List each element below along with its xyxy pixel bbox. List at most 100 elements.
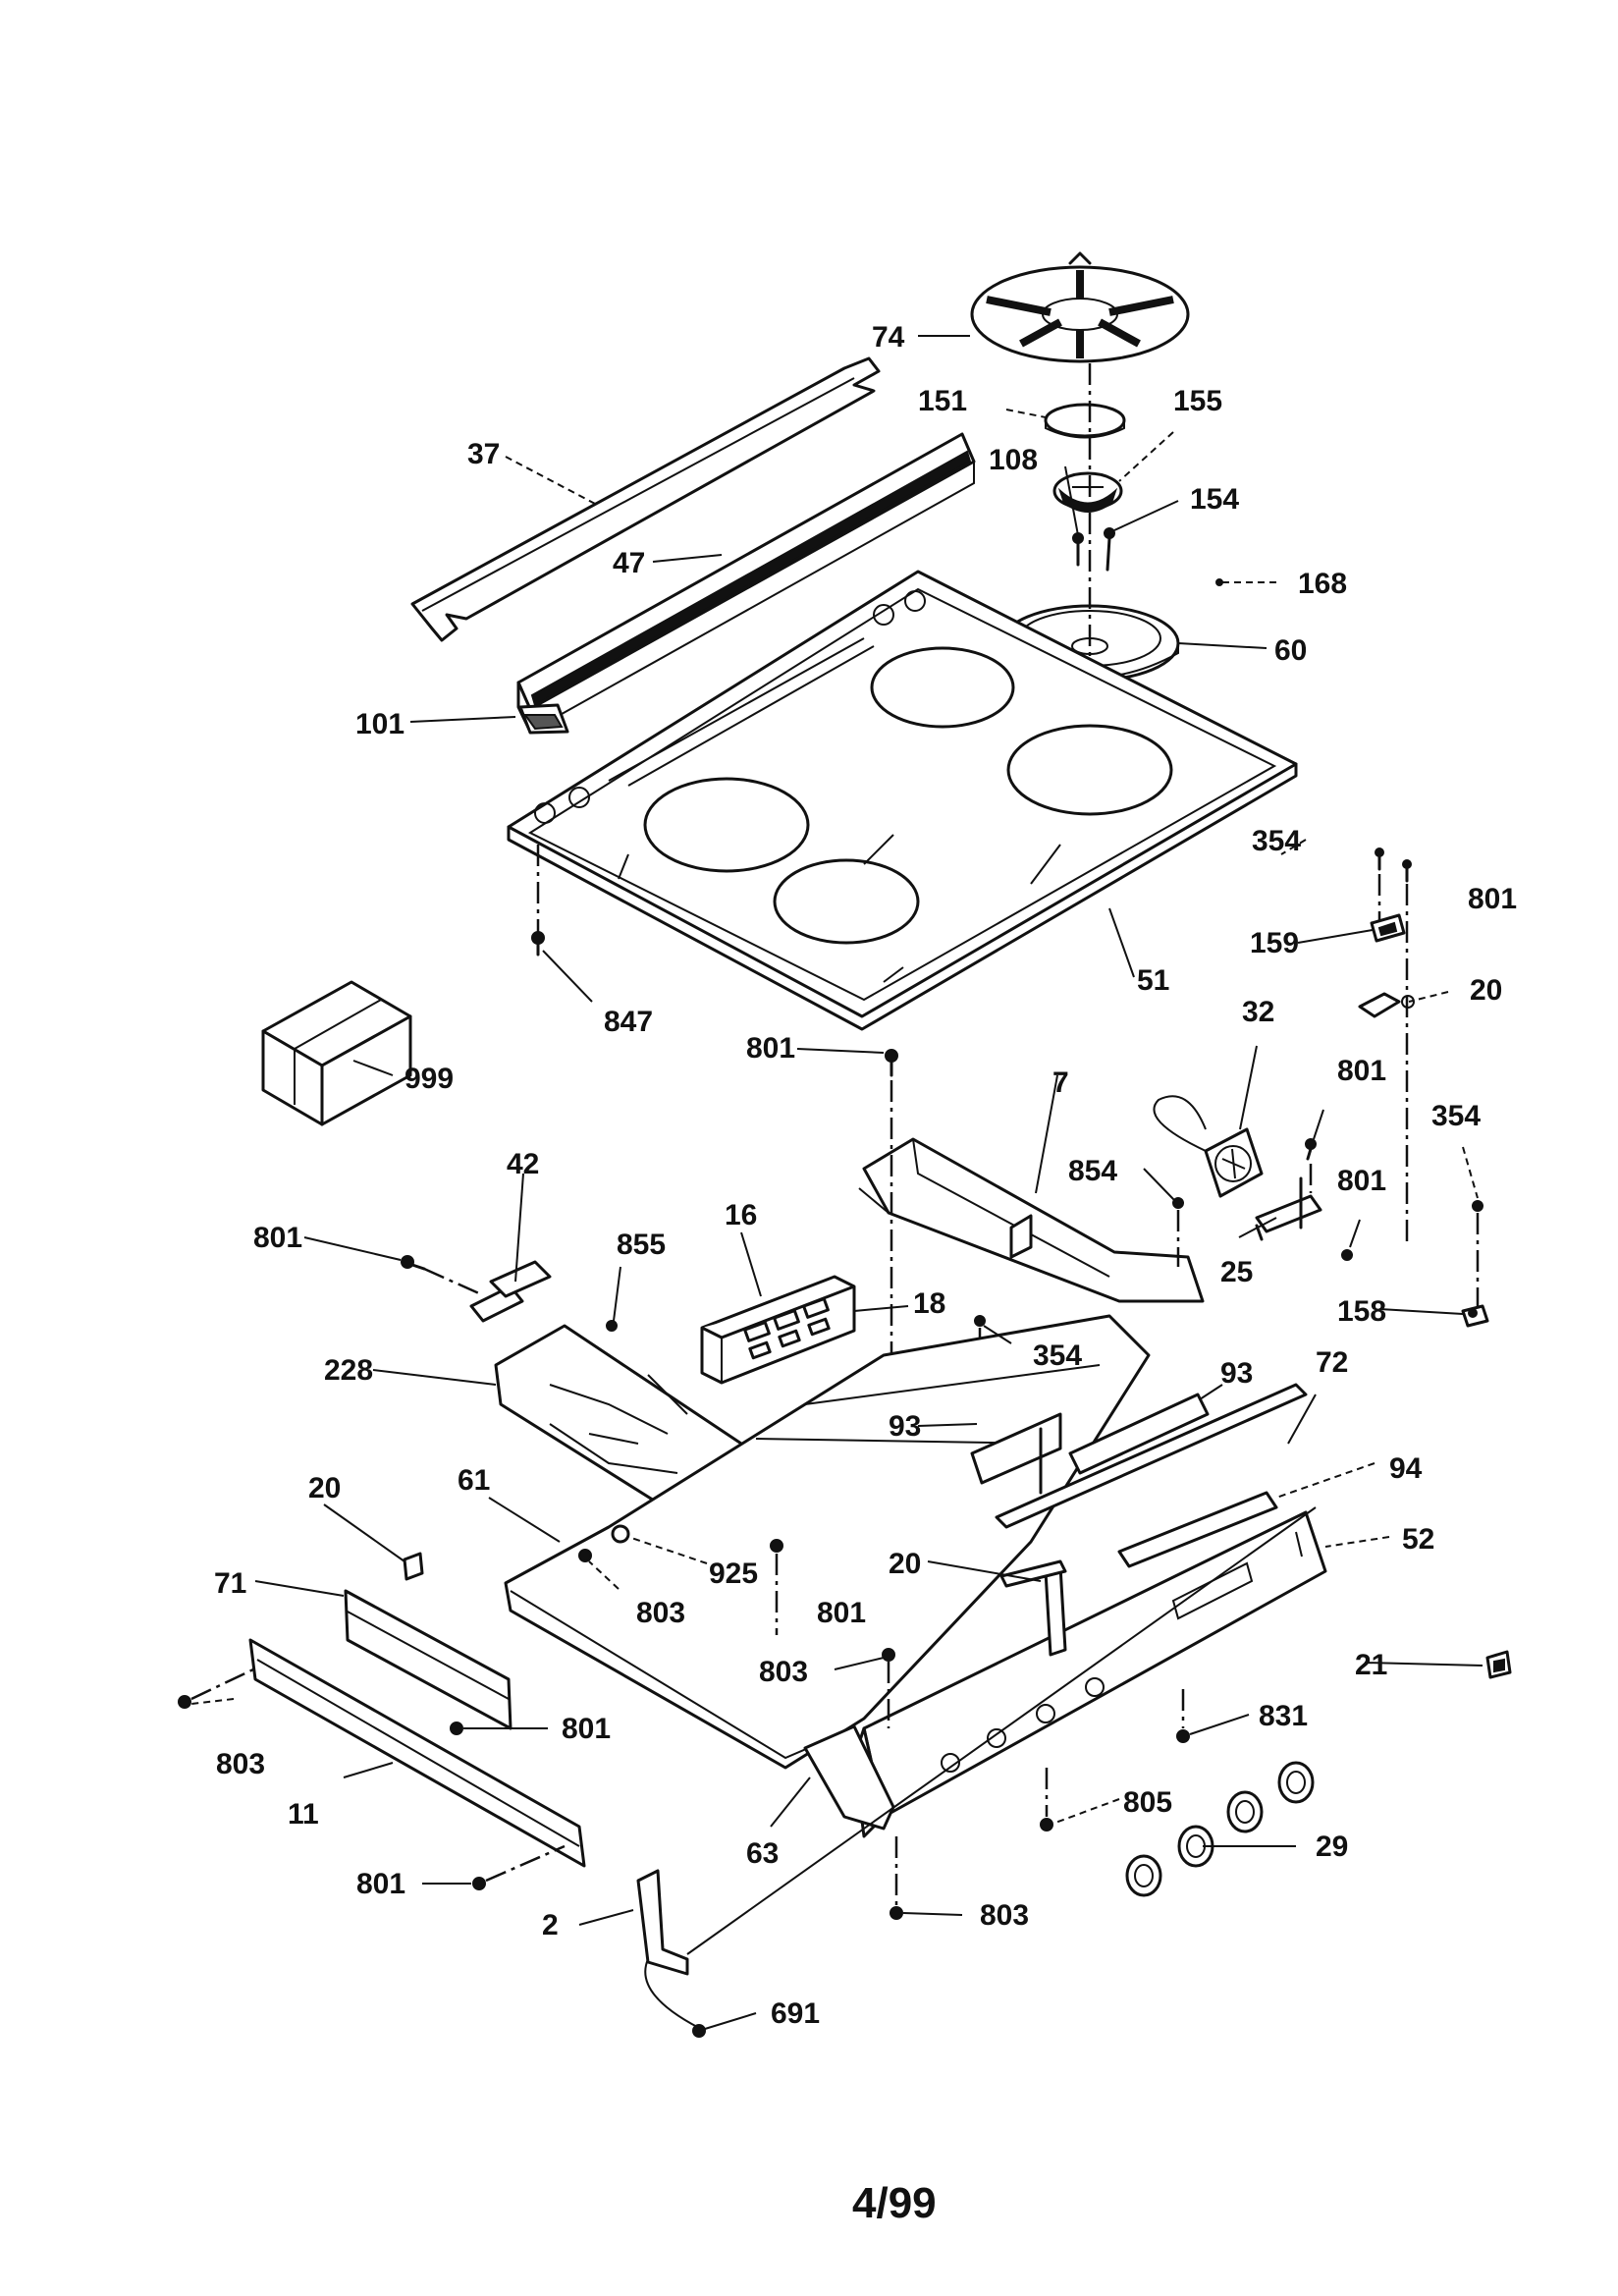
cooktop-glass-51 [507, 570, 1298, 1031]
callout-16: 16 [725, 1199, 757, 1231]
screw-803-a [178, 1695, 191, 1709]
callout-32: 32 [1242, 996, 1274, 1028]
screw-168 [1215, 578, 1223, 586]
control-board-16 [700, 1275, 856, 1385]
callout-855: 855 [617, 1229, 666, 1261]
callout-7: 7 [1052, 1066, 1069, 1099]
grate-74 [970, 251, 1190, 363]
callout-354-b: 354 [1431, 1100, 1481, 1132]
callout-354-a: 354 [1252, 825, 1301, 857]
callout-159: 159 [1250, 927, 1299, 959]
callout-20-a: 20 [1470, 974, 1502, 1007]
screw-801-h [472, 1877, 486, 1890]
trim-11 [248, 1638, 586, 1868]
screw-925 [611, 1524, 630, 1544]
callout-805: 805 [1123, 1786, 1172, 1819]
screw-801-e [401, 1255, 426, 1271]
callout-20-b: 20 [308, 1472, 341, 1504]
screw-831 [1176, 1729, 1190, 1743]
callout-61: 61 [458, 1464, 490, 1497]
screw-354-b [1472, 1200, 1483, 1212]
callout-803-a: 803 [636, 1597, 685, 1629]
callout-151: 151 [918, 385, 967, 417]
page-code: 4/99 [852, 2179, 937, 2227]
backguard-47 [516, 432, 976, 734]
callout-803-c: 803 [216, 1748, 265, 1780]
callout-154: 154 [1190, 483, 1239, 516]
callout-29: 29 [1316, 1831, 1348, 1863]
callout-801-c: 801 [1337, 1055, 1386, 1087]
callout-74: 74 [872, 321, 905, 354]
callout-801-g: 801 [562, 1713, 611, 1745]
callout-168: 168 [1298, 568, 1347, 600]
callout-854: 854 [1068, 1155, 1117, 1187]
switch-159 [1370, 913, 1406, 943]
duct-7 [858, 1137, 1205, 1303]
screw-803-b [578, 1549, 592, 1562]
callout-803-d: 803 [980, 1899, 1029, 1932]
jack-21 [1485, 1650, 1512, 1679]
callout-18: 18 [913, 1287, 945, 1320]
screw-108 [1072, 532, 1084, 567]
fan-32 [1153, 1095, 1264, 1198]
callout-labels: 74 151 155 37 108 154 47 168 60 101 354 … [214, 321, 1517, 2030]
bracket-20-b [403, 1552, 424, 1581]
callout-801-b: 801 [746, 1032, 795, 1065]
bracket-93-a [970, 1412, 1062, 1495]
callout-52: 52 [1402, 1523, 1434, 1556]
bracket-42 [469, 1260, 552, 1323]
screw-801-d [885, 1049, 898, 1077]
bracket-20-c [999, 1559, 1067, 1657]
screw-855 [606, 1320, 618, 1332]
bracket-2 [636, 1869, 689, 1976]
carton-999 [261, 980, 412, 1126]
callout-71: 71 [214, 1567, 246, 1600]
callout-93-b: 93 [1220, 1357, 1253, 1390]
callout-11: 11 [288, 1798, 319, 1831]
burner-head-155 [1052, 471, 1123, 513]
callout-60: 60 [1274, 634, 1307, 667]
callout-801-a: 801 [1468, 883, 1517, 915]
callout-72: 72 [1316, 1346, 1348, 1379]
electrode-154 [1104, 527, 1115, 572]
callout-93-a: 93 [889, 1410, 921, 1443]
callout-63: 63 [746, 1837, 779, 1870]
bracket-20-a [1358, 992, 1415, 1018]
screw-801-g [450, 1722, 463, 1735]
callout-20-c: 20 [889, 1548, 921, 1580]
callout-101: 101 [355, 708, 404, 740]
sensor-158 [1461, 1304, 1489, 1328]
screw-691 [692, 2024, 706, 2038]
screw-847 [531, 931, 545, 957]
screw-801-c [1341, 1249, 1353, 1261]
callout-803-b: 803 [759, 1656, 808, 1688]
callout-801-f: 801 [817, 1597, 866, 1629]
callout-691: 691 [771, 1997, 820, 2030]
leader-lines [190, 335, 1483, 2030]
gasket-101 [518, 703, 569, 735]
brace-72 [995, 1383, 1308, 1529]
callout-25: 25 [1220, 1256, 1253, 1288]
callout-847: 847 [604, 1006, 653, 1038]
callout-2: 2 [542, 1909, 559, 1941]
callout-925: 925 [709, 1558, 758, 1590]
screw-354-c [974, 1315, 986, 1327]
callout-999: 999 [404, 1063, 454, 1095]
screw-801-f [770, 1539, 783, 1553]
bracket-93-b [1068, 1393, 1210, 1475]
screw-805 [1040, 1818, 1053, 1831]
callout-94: 94 [1389, 1452, 1423, 1485]
callout-108: 108 [989, 444, 1038, 476]
callout-158: 158 [1337, 1295, 1386, 1328]
screw-854 [1172, 1197, 1184, 1209]
callout-155: 155 [1173, 385, 1222, 417]
callout-47: 47 [613, 547, 645, 579]
brace-94 [1117, 1491, 1278, 1568]
screw-803-d [890, 1906, 903, 1920]
callout-51: 51 [1137, 964, 1169, 997]
burner-cap-151 [1044, 403, 1126, 439]
callout-801-h: 801 [356, 1868, 405, 1900]
knobs-29 [1125, 1761, 1315, 1897]
callout-801-d: 801 [1337, 1165, 1386, 1197]
